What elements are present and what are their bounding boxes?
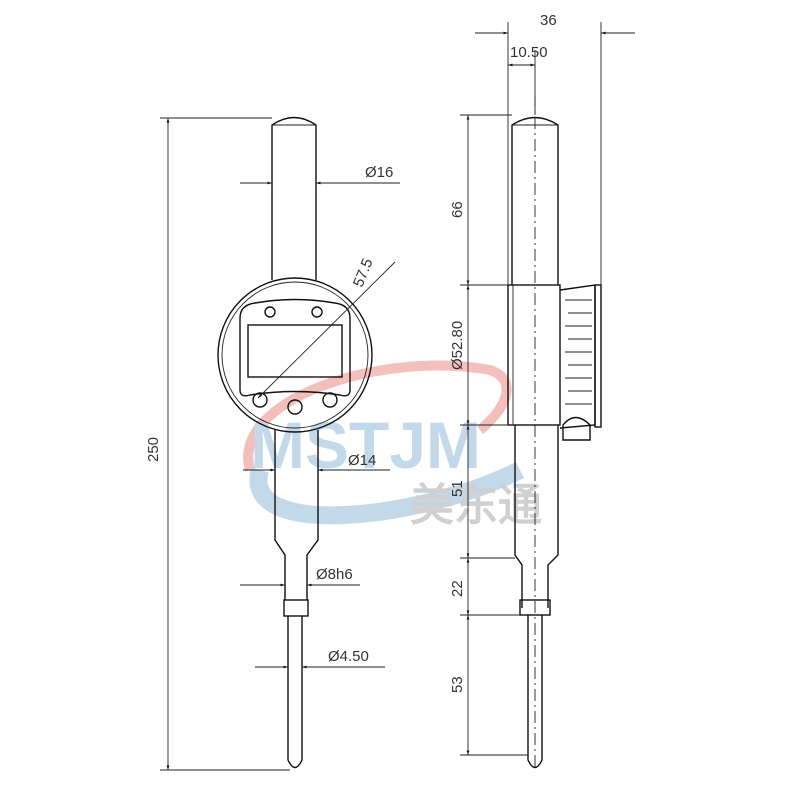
dim-lower-stem-diameter: Ø14: [348, 452, 376, 469]
dim-overall-length: 250: [145, 437, 162, 462]
bezel-fins: [565, 299, 592, 405]
dim-body-height: Ø52.80: [449, 321, 466, 370]
watermark: MSTJM 美东通: [243, 360, 542, 530]
screw-icon: [311, 306, 323, 318]
button-icon: [287, 399, 303, 415]
lcd-display: [247, 324, 343, 378]
dim-lower-stem: 51: [449, 480, 466, 497]
dim-spindle: 22: [449, 580, 466, 597]
side-view: 36 10.50 66 Ø52.80 51 22 53: [449, 12, 635, 770]
button-icon: [252, 392, 268, 408]
dim-stem-diameter: Ø16: [365, 164, 393, 181]
front-view: 250 Ø16 57.5 Ø14 Ø8h6 Ø4.50: [145, 116, 400, 771]
dim-offset: 10.50: [510, 44, 548, 61]
watermark-latin: MSTJM: [250, 408, 481, 482]
dim-tip-diameter: Ø4.50: [328, 648, 369, 665]
watermark-chinese: 美东通: [410, 481, 542, 530]
dim-spindle-diameter: Ø8h6: [316, 566, 353, 583]
dim-total-depth: 36: [540, 12, 557, 29]
dim-tip-length: 53: [449, 676, 466, 693]
screw-icon: [264, 306, 276, 318]
button-icon: [322, 392, 338, 408]
dim-top-length: 66: [449, 201, 466, 218]
